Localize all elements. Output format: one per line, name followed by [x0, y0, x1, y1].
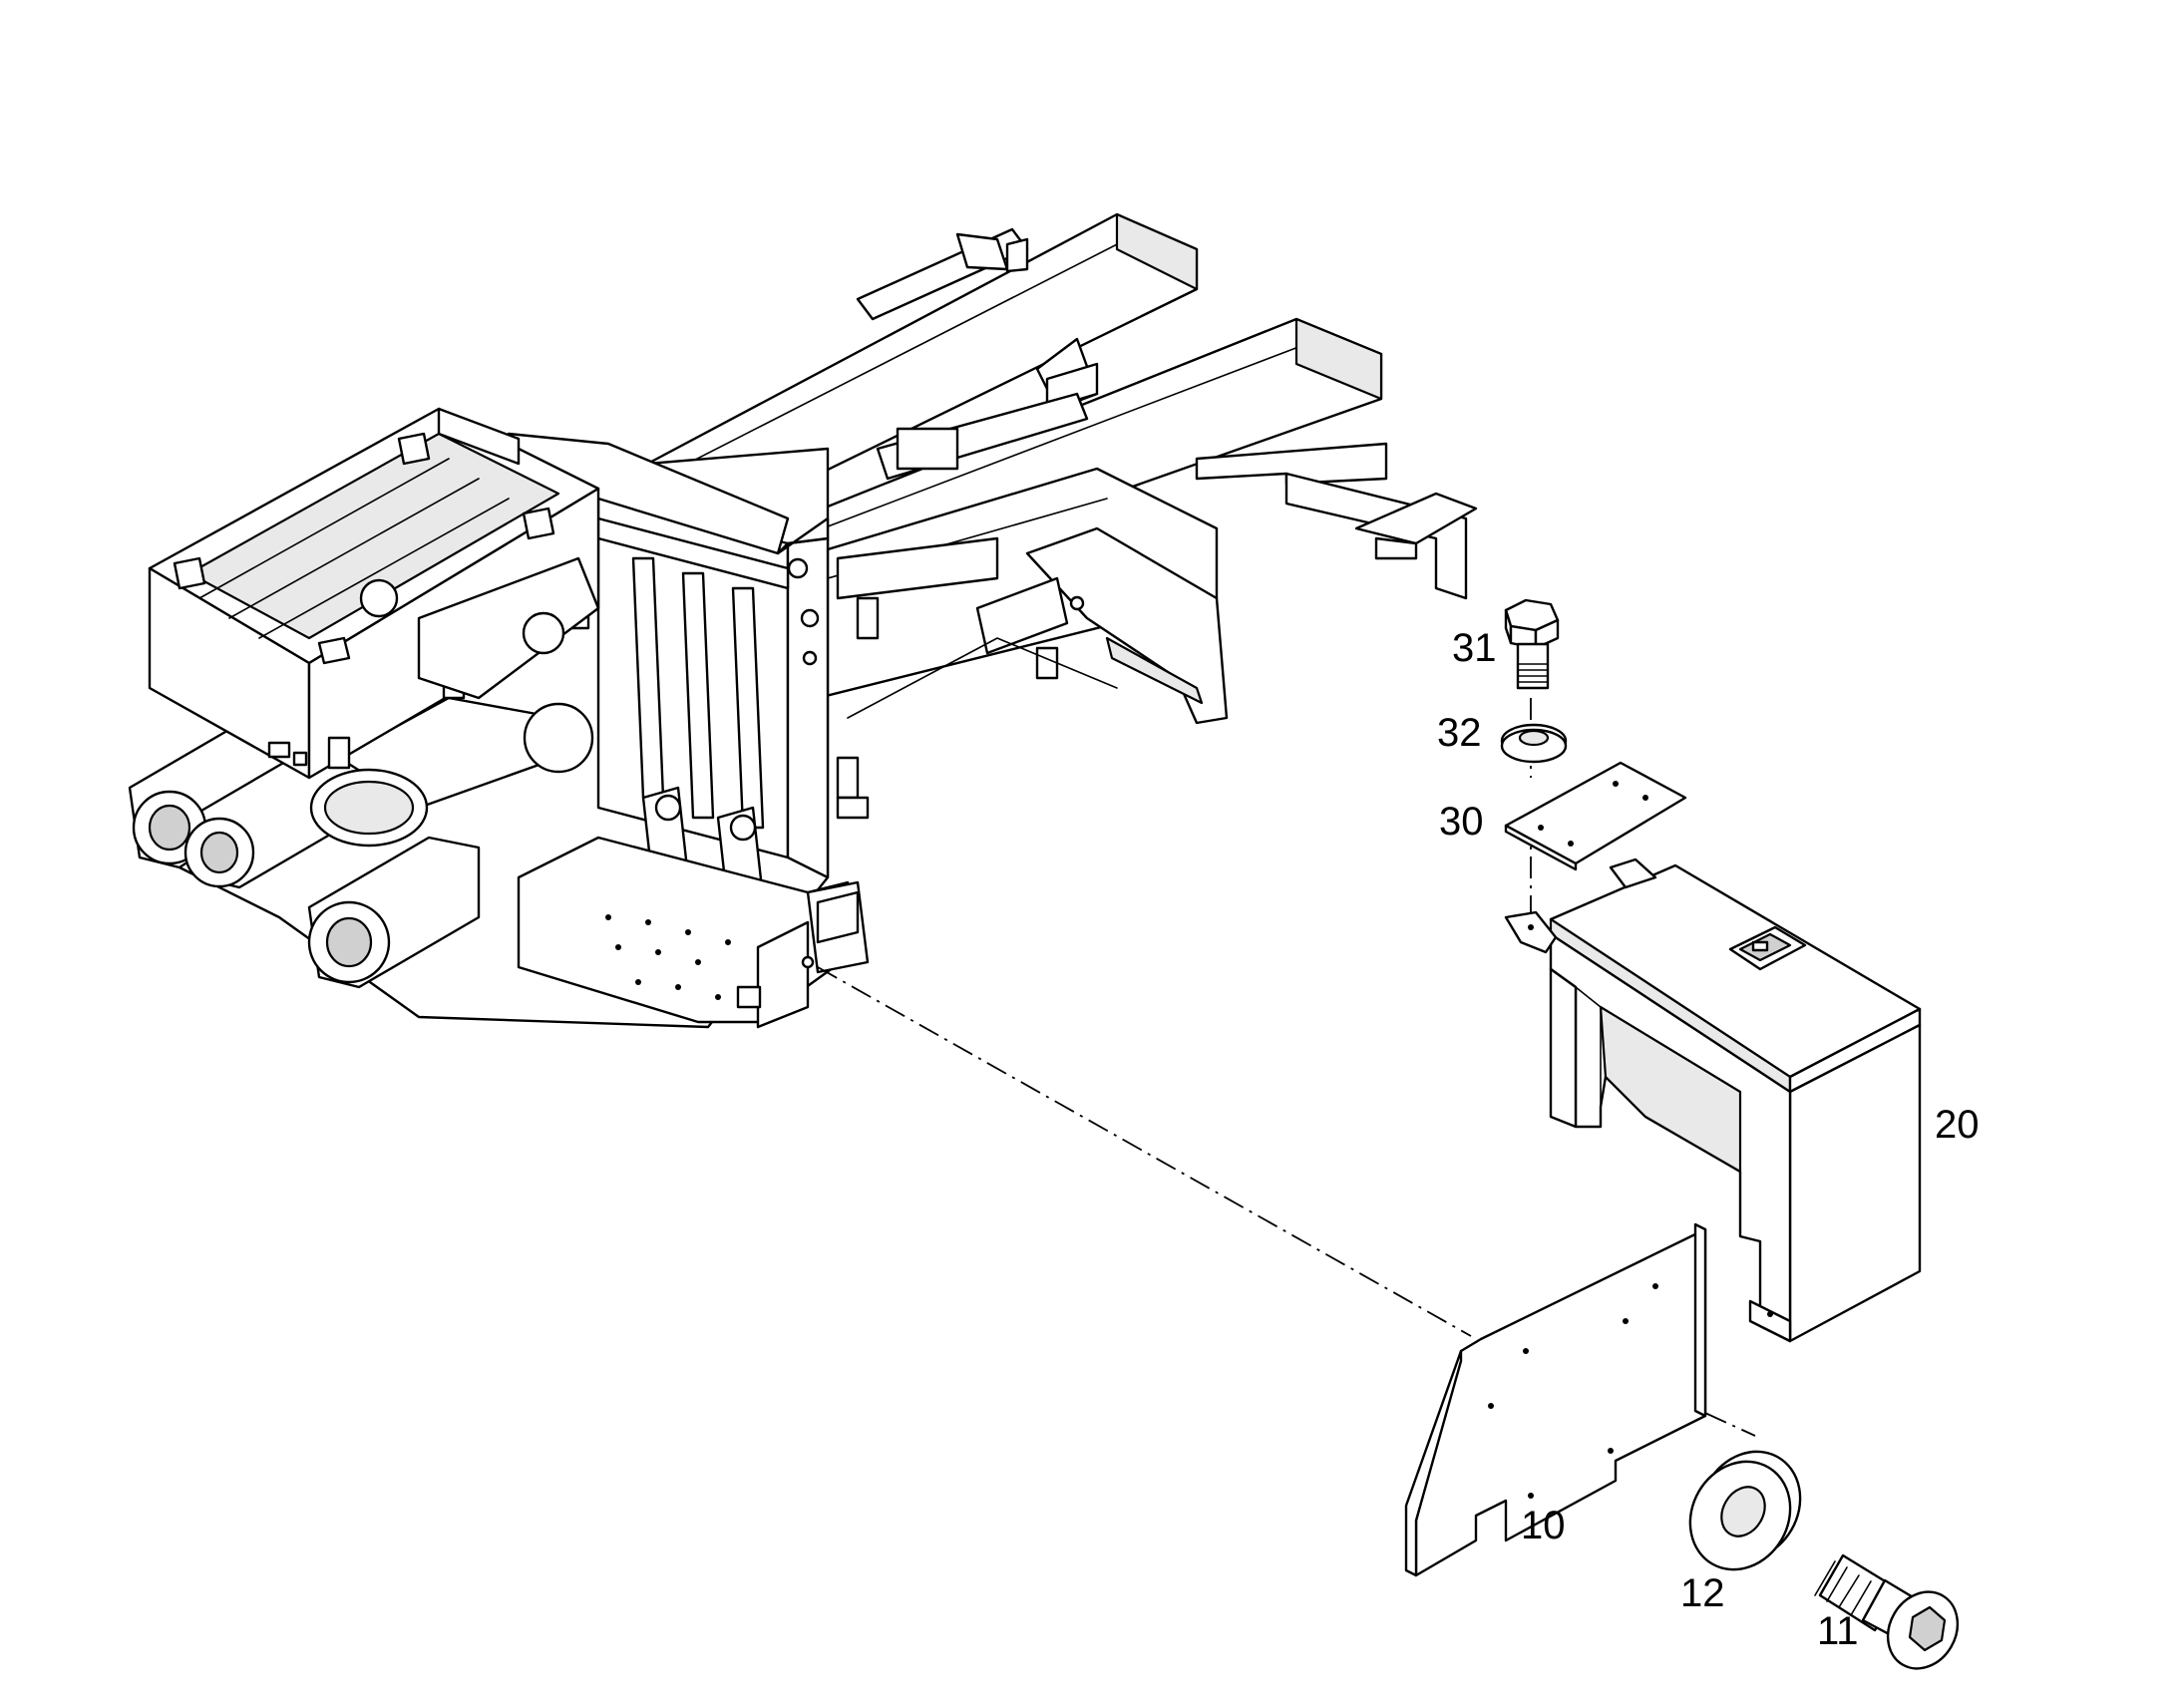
- callout-32: 32: [1437, 711, 1482, 755]
- callout-20: 20: [1935, 1103, 1980, 1147]
- washer-32: [1500, 723, 1568, 764]
- callout-11: 11: [1817, 1609, 1859, 1653]
- screw-11: [1814, 1553, 1960, 1670]
- cover-plate-10: [1404, 1222, 1707, 1577]
- chassis-frame: [128, 212, 1478, 1029]
- column-bolt-holes: [605, 914, 815, 1000]
- callout-10: 10: [1521, 1504, 1566, 1547]
- bolt-31: [1504, 598, 1560, 690]
- callout-31: 31: [1452, 626, 1497, 670]
- callout-30: 30: [1439, 800, 1484, 844]
- washer-12: [1688, 1450, 1802, 1571]
- plate-30: [1504, 761, 1687, 871]
- cover-box-20: [1504, 857, 1922, 1343]
- callout-12: 12: [1680, 1571, 1725, 1615]
